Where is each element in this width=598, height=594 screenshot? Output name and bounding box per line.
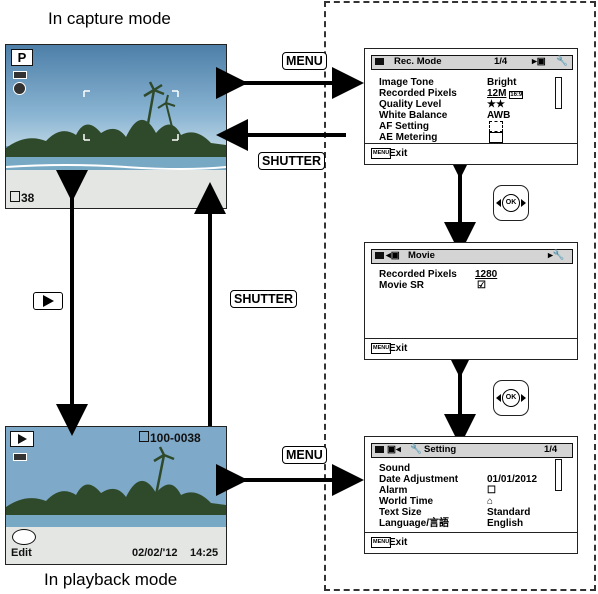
menu-item-label[interactable]: Language/言語: [379, 518, 450, 529]
menu-item-label[interactable]: Recorded Pixels: [379, 88, 457, 99]
rec-mode-tab-bar[interactable]: Rec. Mode 1/4 ▸▣ 🔧: [371, 55, 573, 70]
menu-item-label[interactable]: Recorded Pixels: [379, 269, 457, 280]
menu-footer: MENU Exit: [365, 143, 577, 164]
menu-item-label[interactable]: Alarm: [379, 485, 408, 496]
movie-icon[interactable]: ▸▣: [532, 56, 546, 67]
island-trees-image: [6, 81, 226, 208]
movie-tab-bar[interactable]: ◂▣ Movie ▸🔧: [371, 249, 573, 264]
wrench-icon: 🔧: [410, 444, 422, 455]
menu-item-value: ☐: [487, 485, 496, 496]
menu-item-label[interactable]: Sound: [379, 463, 411, 474]
shutter-key-middle: SHUTTER: [230, 290, 298, 308]
page-indicator: 1/4: [544, 444, 558, 455]
rec-mode-menu: Rec. Mode 1/4 ▸▣ 🔧 Image Tone Bright Rec…: [364, 48, 578, 165]
menu-item-label[interactable]: Movie SR: [379, 280, 425, 291]
island-photo-image: [6, 427, 226, 564]
wrench-icon[interactable]: ▸🔧: [548, 250, 565, 261]
menu-region-dashed-frame: [324, 1, 596, 591]
exit-label[interactable]: Exit: [389, 343, 408, 354]
menu-key-top: MENU: [282, 52, 327, 70]
menu-key-bottom: MENU: [282, 446, 327, 464]
playback-time: 14:25: [190, 547, 219, 559]
playback-date: 02/02/'12: [132, 547, 178, 559]
movie-icon: ▣◂: [387, 444, 401, 455]
movie-icon: ◂▣: [386, 250, 400, 261]
playback-mode-badge: [10, 431, 34, 447]
menu-item-label[interactable]: White Balance: [379, 110, 448, 121]
menu-item-value: Bright: [487, 77, 517, 88]
tab-rec-mode[interactable]: Rec. Mode: [394, 56, 442, 67]
menu-key-icon: MENU: [371, 148, 392, 159]
ok-button-icon: OK: [493, 185, 529, 221]
menu-item-value: Standard: [487, 507, 531, 518]
tab-movie[interactable]: Movie: [408, 250, 435, 261]
setting-tab-bar[interactable]: ▣◂ 🔧 Setting 1/4: [371, 443, 573, 458]
edit-button-icon[interactable]: [12, 529, 36, 545]
setting-menu: ▣◂ 🔧 Setting 1/4 Sound Date Adjustment 0…: [364, 436, 578, 554]
menu-item-label[interactable]: Quality Level: [379, 99, 442, 110]
camera-icon: [375, 252, 384, 259]
wrench-icon[interactable]: 🔧: [556, 56, 568, 67]
exit-label[interactable]: Exit: [389, 148, 408, 159]
camera-icon: [375, 446, 384, 453]
menu-item-label[interactable]: Text Size: [379, 507, 422, 518]
play-icon: [18, 434, 27, 444]
menu-item-label[interactable]: AF Setting: [379, 121, 429, 132]
menu-key-icon: MENU: [371, 343, 392, 354]
menu-item-value: English: [487, 518, 524, 529]
tab-setting[interactable]: Setting: [424, 444, 457, 455]
menu-item-value: 1280: [475, 269, 498, 280]
menu-footer: MENU Exit: [365, 532, 577, 553]
page-indicator: 1/4: [494, 56, 508, 67]
menu-item-label[interactable]: AE Metering: [379, 132, 438, 143]
menu-item-label[interactable]: Date Adjustment: [379, 474, 459, 485]
caption-capture-mode: In capture mode: [48, 9, 171, 28]
play-icon: [43, 295, 54, 307]
battery-icon: [13, 453, 27, 461]
remaining-shots: 38: [10, 191, 34, 205]
menu-key-icon: MENU: [371, 537, 392, 548]
movie-menu: ◂▣ Movie ▸🔧 Recorded Pixels 1280 Movie S…: [364, 242, 578, 360]
edit-label[interactable]: Edit: [11, 547, 32, 559]
menu-item-value: ★★: [487, 99, 505, 110]
mode-program-badge: P: [11, 49, 33, 66]
menu-scrollbar[interactable]: [555, 459, 562, 491]
menu-item-value: 12M 16:9: [487, 88, 524, 99]
exit-label[interactable]: Exit: [389, 537, 408, 548]
shutter-key-top: SHUTTER: [258, 152, 326, 170]
menu-footer: MENU Exit: [365, 338, 577, 359]
menu-item-value: ⌂: [487, 496, 494, 507]
menu-item-label[interactable]: World Time: [379, 496, 434, 507]
af-setting-icon: [489, 121, 503, 132]
playback-button-key: [33, 292, 63, 310]
ae-metering-icon: [489, 132, 503, 143]
menu-item-label[interactable]: Image Tone: [379, 77, 434, 88]
menu-item-value: AWB: [487, 110, 511, 121]
menu-item-value: 01/01/2012: [487, 474, 538, 485]
ok-button-icon: OK: [493, 380, 529, 416]
caption-playback-mode: In playback mode: [44, 570, 178, 589]
battery-icon: [13, 71, 27, 79]
menu-item-value: ☑: [477, 280, 486, 291]
capture-mode-screen: P 38: [5, 44, 227, 209]
camera-icon: [375, 58, 384, 65]
face-detect-icon: [13, 82, 26, 95]
menu-scrollbar[interactable]: [555, 77, 562, 109]
file-number: 100-0038: [139, 431, 201, 445]
